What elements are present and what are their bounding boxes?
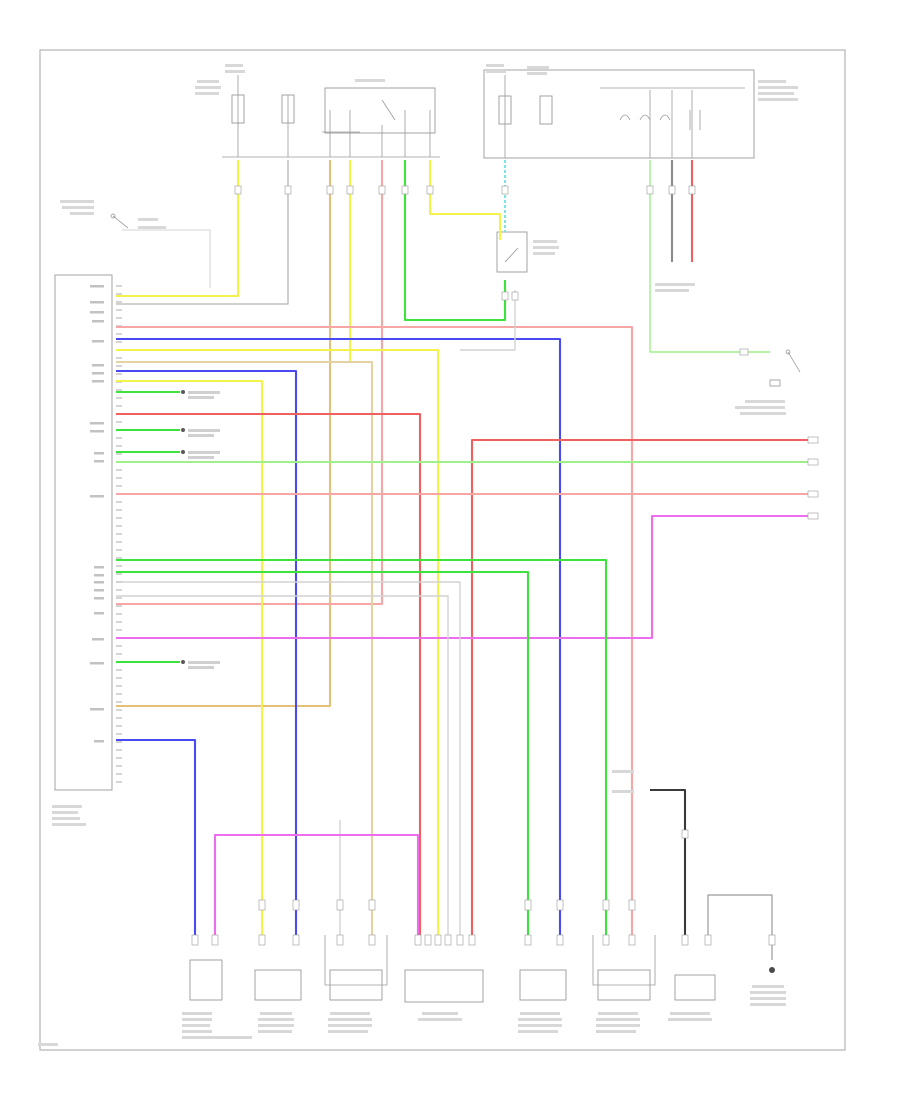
wire-lightgreen-1 (649, 160, 770, 353)
wire-tan-1 (116, 160, 332, 708)
wire-blue-1 (116, 337, 562, 940)
component-labels (38, 64, 798, 1046)
wire-tan-2 (116, 360, 374, 940)
wheel-sensor-icon (189, 935, 716, 1003)
diagram-border (39, 49, 846, 1051)
brake-switch-icon (110, 213, 211, 288)
fuse-box-left (222, 75, 440, 158)
bottom-labels (182, 770, 786, 1039)
ground-icon (769, 967, 775, 973)
wire-yellow-3 (428, 160, 502, 240)
connector-marks (234, 185, 749, 839)
splice-markers (181, 390, 220, 669)
wire-gray-1 (116, 160, 289, 305)
stop-lamp-switch-icon (496, 231, 528, 273)
wire-gray-4 (116, 595, 449, 940)
wire-red-1 (116, 412, 422, 940)
wire-green-1 (403, 160, 507, 322)
wire-green-3 (116, 558, 608, 940)
wire-pink-2 (116, 325, 634, 940)
right-edge-terminals (807, 436, 819, 520)
wire-blue-3 (116, 738, 197, 940)
parking-brake-switch-icon (769, 349, 801, 387)
wire-magenta-1 (116, 514, 808, 640)
wire-green-4 (116, 570, 530, 940)
wire-yellow-4 (116, 348, 440, 940)
wire-yellow-1 (116, 160, 240, 298)
wire-blue-2 (116, 369, 298, 940)
wire-gray-7 (707, 894, 773, 960)
wire-red-2 (470, 438, 808, 940)
wire-yellow-2 (116, 160, 352, 364)
abs-control-module (54, 274, 122, 791)
wire-magenta-2 (213, 833, 420, 940)
wire-yellow-5 (116, 379, 264, 940)
wire-gray-6 (460, 290, 516, 351)
wire-pink-1 (116, 160, 384, 606)
wire-gray-3 (116, 581, 461, 940)
fuse-box-middle (483, 69, 755, 159)
bottom-connectors (191, 899, 776, 946)
wire-black-1 (650, 788, 687, 940)
